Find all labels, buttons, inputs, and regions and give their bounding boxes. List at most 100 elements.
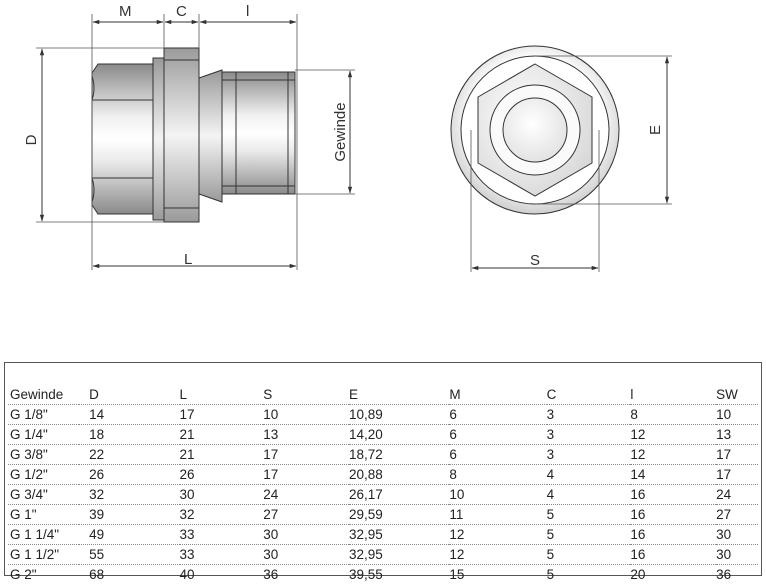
label-gewinde: Gewinde — [332, 102, 349, 161]
table-cell: 13 — [263, 425, 349, 445]
header-gewinde: Gewinde — [8, 385, 79, 405]
table-cell: 13 — [716, 425, 758, 445]
table-cell: 26,17 — [349, 485, 449, 505]
table-cell: 36 — [716, 565, 758, 584]
table-cell-gewinde: G 1/8" — [8, 405, 79, 425]
table-cell: 10 — [716, 405, 758, 425]
table-cell: 16 — [630, 545, 716, 565]
header-L: L — [180, 385, 264, 405]
front-view — [451, 46, 619, 214]
table-cell: 26 — [180, 465, 264, 485]
table-cell: 16 — [630, 525, 716, 545]
label-E: E — [647, 125, 664, 135]
table-cell: 17 — [263, 445, 349, 465]
table-cell: 6 — [449, 405, 546, 425]
table-cell: 24 — [716, 485, 758, 505]
table-cell: 32,95 — [349, 545, 449, 565]
table-cell: 17 — [180, 405, 264, 425]
table-cell: 29,59 — [349, 505, 449, 525]
table-cell: 5 — [547, 525, 631, 545]
table-cell: 4 — [547, 485, 631, 505]
table-cell-gewinde: G 1 1/2" — [8, 545, 79, 565]
header-E: E — [349, 385, 449, 405]
table-cell: 68 — [79, 565, 179, 584]
table-cell: 10 — [263, 405, 349, 425]
table-cell: 40 — [180, 565, 264, 584]
thread — [222, 72, 295, 194]
table-cell: 14 — [79, 405, 179, 425]
table-cell: 39,55 — [349, 565, 449, 584]
table-cell: 20,88 — [349, 465, 449, 485]
table-cell: 10,89 — [349, 405, 449, 425]
table-cell-gewinde: G 1/2" — [8, 465, 79, 485]
table-cell: 30 — [180, 485, 264, 505]
table-cell: 27 — [716, 505, 758, 525]
table-cell: 36 — [263, 565, 349, 584]
table-cell: 30 — [716, 545, 758, 565]
table-cell: 3 — [547, 405, 631, 425]
header-C: C — [547, 385, 631, 405]
table-cell: 6 — [449, 445, 546, 465]
table-cell: 14 — [630, 465, 716, 485]
header-SW: SW — [716, 385, 758, 405]
label-D: D — [23, 134, 40, 145]
header-D: D — [79, 385, 179, 405]
table-cell: 5 — [547, 505, 631, 525]
table-cell-gewinde: G 1/4" — [8, 425, 79, 445]
table-cell: 30 — [716, 525, 758, 545]
table-cell: 33 — [180, 525, 264, 545]
table-cell: 15 — [449, 565, 546, 584]
table-cell: 24 — [263, 485, 349, 505]
table-cell-gewinde: G 3/4" — [8, 485, 79, 505]
table-cell: 32 — [79, 485, 179, 505]
table-cell: 4 — [547, 465, 631, 485]
table-cell: 10 — [449, 485, 546, 505]
table-cell: 26 — [79, 465, 179, 485]
table-cell: 12 — [449, 525, 546, 545]
table-cell: 3 — [547, 445, 631, 465]
table-cell-gewinde: G 1 1/4" — [8, 525, 79, 545]
table-cell: 30 — [263, 525, 349, 545]
table-cell: 39 — [79, 505, 179, 525]
table-cell: 32 — [180, 505, 264, 525]
table-cell: 17 — [716, 465, 758, 485]
label-C: C — [176, 3, 187, 20]
table-cell-gewinde: G 1" — [8, 505, 79, 525]
table-cell: 16 — [630, 505, 716, 525]
table-cell: 30 — [263, 545, 349, 565]
hex-body — [92, 64, 153, 214]
table-cell-gewinde: G 3/8" — [8, 445, 79, 465]
table-cell: 21 — [180, 445, 264, 465]
header-l: l — [630, 385, 716, 405]
center-hole — [503, 98, 567, 162]
table-cell: 8 — [630, 405, 716, 425]
table-cell: 12 — [630, 425, 716, 445]
header-S: S — [263, 385, 349, 405]
table-cell: 12 — [630, 445, 716, 465]
table-cell: 8 — [449, 465, 546, 485]
table-cell: 5 — [547, 565, 631, 584]
header-M: M — [449, 385, 546, 405]
label-M: M — [119, 3, 132, 20]
label-L: L — [184, 251, 192, 268]
table-cell: 33 — [180, 545, 264, 565]
side-view — [92, 48, 295, 222]
table-cell: 18 — [79, 425, 179, 445]
table-cell: 21 — [180, 425, 264, 445]
table-cell: 27 — [263, 505, 349, 525]
table-cell-gewinde: G 2" — [8, 565, 79, 584]
table-cell: 20 — [630, 565, 716, 584]
collar — [164, 48, 199, 222]
table-cell: 16 — [630, 485, 716, 505]
table-cell: 32,95 — [349, 525, 449, 545]
